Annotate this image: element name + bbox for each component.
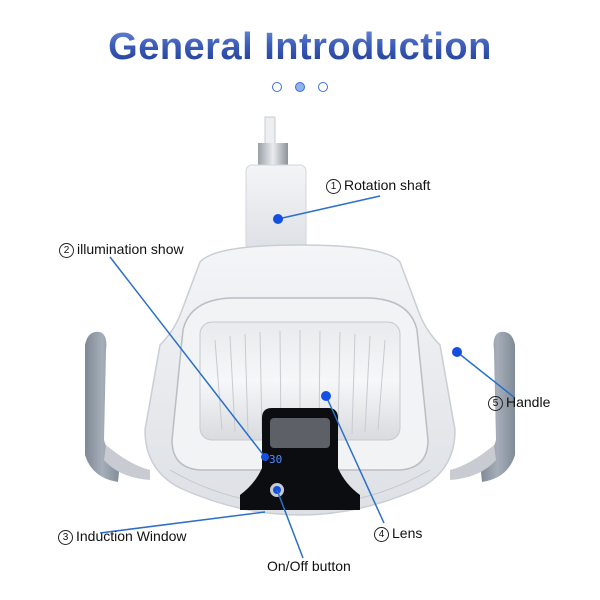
pager-dot-active[interactable] bbox=[295, 82, 305, 92]
callout-label: Lens bbox=[392, 525, 423, 541]
number-badge: 3 bbox=[58, 530, 73, 545]
callout-label: Induction Window bbox=[76, 528, 187, 544]
pager-dots bbox=[0, 82, 600, 92]
callout-dot-illumination bbox=[261, 453, 269, 461]
illumination-readout: 30 bbox=[269, 453, 282, 466]
callout-dot-rotation-shaft bbox=[273, 214, 283, 224]
number-badge: 1 bbox=[326, 179, 341, 194]
rotation-shaft-part bbox=[245, 116, 307, 251]
callout-dot-handle bbox=[452, 347, 462, 357]
induction-window-sensor bbox=[270, 418, 330, 448]
left-handle bbox=[85, 331, 120, 482]
callout-on-off-button: On/Off button bbox=[267, 558, 351, 574]
callout-label: Rotation shaft bbox=[344, 177, 431, 193]
pager-dot[interactable] bbox=[318, 82, 328, 92]
number-badge: 5 bbox=[488, 396, 503, 411]
page-title: General Introduction bbox=[0, 26, 600, 69]
callout-dot-lens bbox=[321, 391, 331, 401]
number-badge: 4 bbox=[374, 527, 389, 542]
callout-label: illumination show bbox=[77, 241, 184, 257]
number-badge: 2 bbox=[59, 243, 74, 258]
pager-dot[interactable] bbox=[272, 82, 282, 92]
callout-label: Handle bbox=[506, 394, 551, 410]
callout-label: On/Off button bbox=[267, 558, 351, 574]
